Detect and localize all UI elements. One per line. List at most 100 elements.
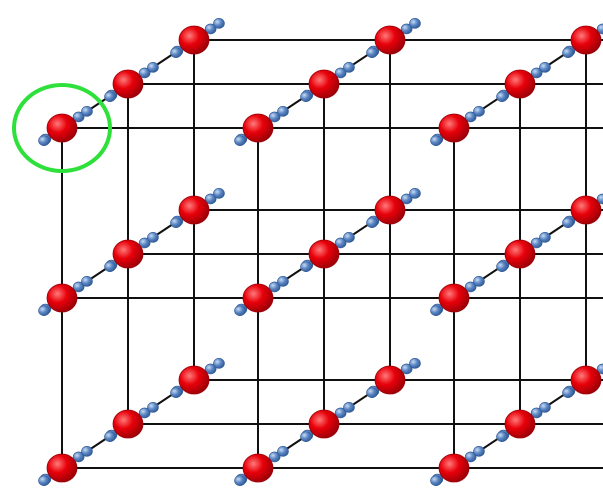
lattice-atom: [112, 239, 144, 269]
electron-bead: [343, 232, 355, 243]
electron-bead: [334, 237, 347, 249]
lattice-atom: [112, 409, 144, 439]
electron-bead: [147, 402, 159, 413]
lattice-atom: [504, 239, 536, 269]
electron-bead: [72, 281, 85, 293]
electron-bead: [334, 67, 347, 79]
lattice-atom: [46, 113, 78, 143]
lattice-atom: [570, 25, 602, 55]
electron-bead: [464, 451, 477, 463]
electron-bead: [530, 67, 543, 79]
lattice-beads: [38, 18, 603, 486]
electron-bead: [530, 407, 543, 419]
electron-bead: [496, 261, 508, 272]
electron-bead: [204, 23, 217, 35]
electron-bead: [277, 446, 289, 457]
electron-bead: [170, 387, 182, 398]
lattice-atom: [570, 195, 602, 225]
electron-bead: [277, 276, 289, 287]
lattice-atom: [178, 195, 210, 225]
electron-bead: [300, 431, 312, 442]
electron-bead: [473, 276, 485, 287]
lattice-atom: [504, 69, 536, 99]
electron-bead: [81, 106, 93, 117]
electron-bead: [530, 237, 543, 249]
electron-bead: [300, 91, 312, 102]
electron-bead: [562, 47, 574, 58]
lattice-atom: [46, 453, 78, 483]
lattice-atom: [374, 25, 406, 55]
electron-bead: [409, 18, 421, 29]
lattice-atom: [46, 283, 78, 313]
lattice-atom: [178, 25, 210, 55]
electron-bead: [213, 358, 225, 369]
lattice-atom: [242, 113, 274, 143]
electron-bead: [268, 451, 281, 463]
electron-bead: [430, 475, 442, 486]
electron-bead: [539, 232, 551, 243]
lattice-atom: [570, 365, 602, 395]
highlight-circle: [12, 83, 112, 173]
lattice-atom: [504, 409, 536, 439]
electron-bead: [400, 23, 413, 35]
lattice-atom: [112, 69, 144, 99]
electron-bead: [464, 281, 477, 293]
lattice-atom: [308, 409, 340, 439]
electron-bead: [72, 451, 85, 463]
electron-bead: [400, 363, 413, 375]
electron-bead: [343, 62, 355, 73]
lattice-atom: [374, 195, 406, 225]
electron-bead: [170, 47, 182, 58]
electron-bead: [430, 135, 442, 146]
electron-bead: [170, 217, 182, 228]
lattice-atom: [308, 239, 340, 269]
electron-bead: [234, 135, 246, 146]
electron-bead: [104, 91, 116, 102]
electron-bead: [430, 305, 442, 316]
lattice-atom: [178, 365, 210, 395]
electron-bead: [234, 475, 246, 486]
electron-bead: [409, 358, 421, 369]
electron-bead: [464, 111, 477, 123]
electron-bead: [147, 62, 159, 73]
lattice-atom: [242, 453, 274, 483]
lattice-atoms: [46, 25, 602, 483]
electron-bead: [562, 387, 574, 398]
electron-bead: [268, 111, 281, 123]
electron-bead: [38, 305, 50, 316]
electron-bead: [138, 407, 151, 419]
electron-bead: [138, 67, 151, 79]
electron-bead: [213, 188, 225, 199]
electron-bead: [38, 135, 50, 146]
electron-bead: [300, 261, 312, 272]
electron-bead: [104, 261, 116, 272]
electron-bead: [539, 402, 551, 413]
electron-bead: [366, 47, 378, 58]
electron-bead: [366, 217, 378, 228]
electron-bead: [473, 106, 485, 117]
electron-bead: [366, 387, 378, 398]
lattice-atom: [438, 113, 470, 143]
electron-bead: [204, 363, 217, 375]
electron-bead: [234, 305, 246, 316]
electron-bead: [213, 18, 225, 29]
lattice-atom: [374, 365, 406, 395]
electron-bead: [496, 91, 508, 102]
lattice-atom: [438, 453, 470, 483]
electron-bead: [38, 475, 50, 486]
electron-bead: [81, 276, 93, 287]
electron-bead: [562, 217, 574, 228]
electron-bead: [343, 402, 355, 413]
electron-bead: [277, 106, 289, 117]
electron-bead: [496, 431, 508, 442]
highlight-layer: [12, 83, 112, 173]
lattice-atom: [242, 283, 274, 313]
electron-bead: [104, 431, 116, 442]
electron-bead: [473, 446, 485, 457]
electron-bead: [204, 193, 217, 205]
electron-bead: [268, 281, 281, 293]
lattice-atom: [308, 69, 340, 99]
electron-bead: [334, 407, 347, 419]
